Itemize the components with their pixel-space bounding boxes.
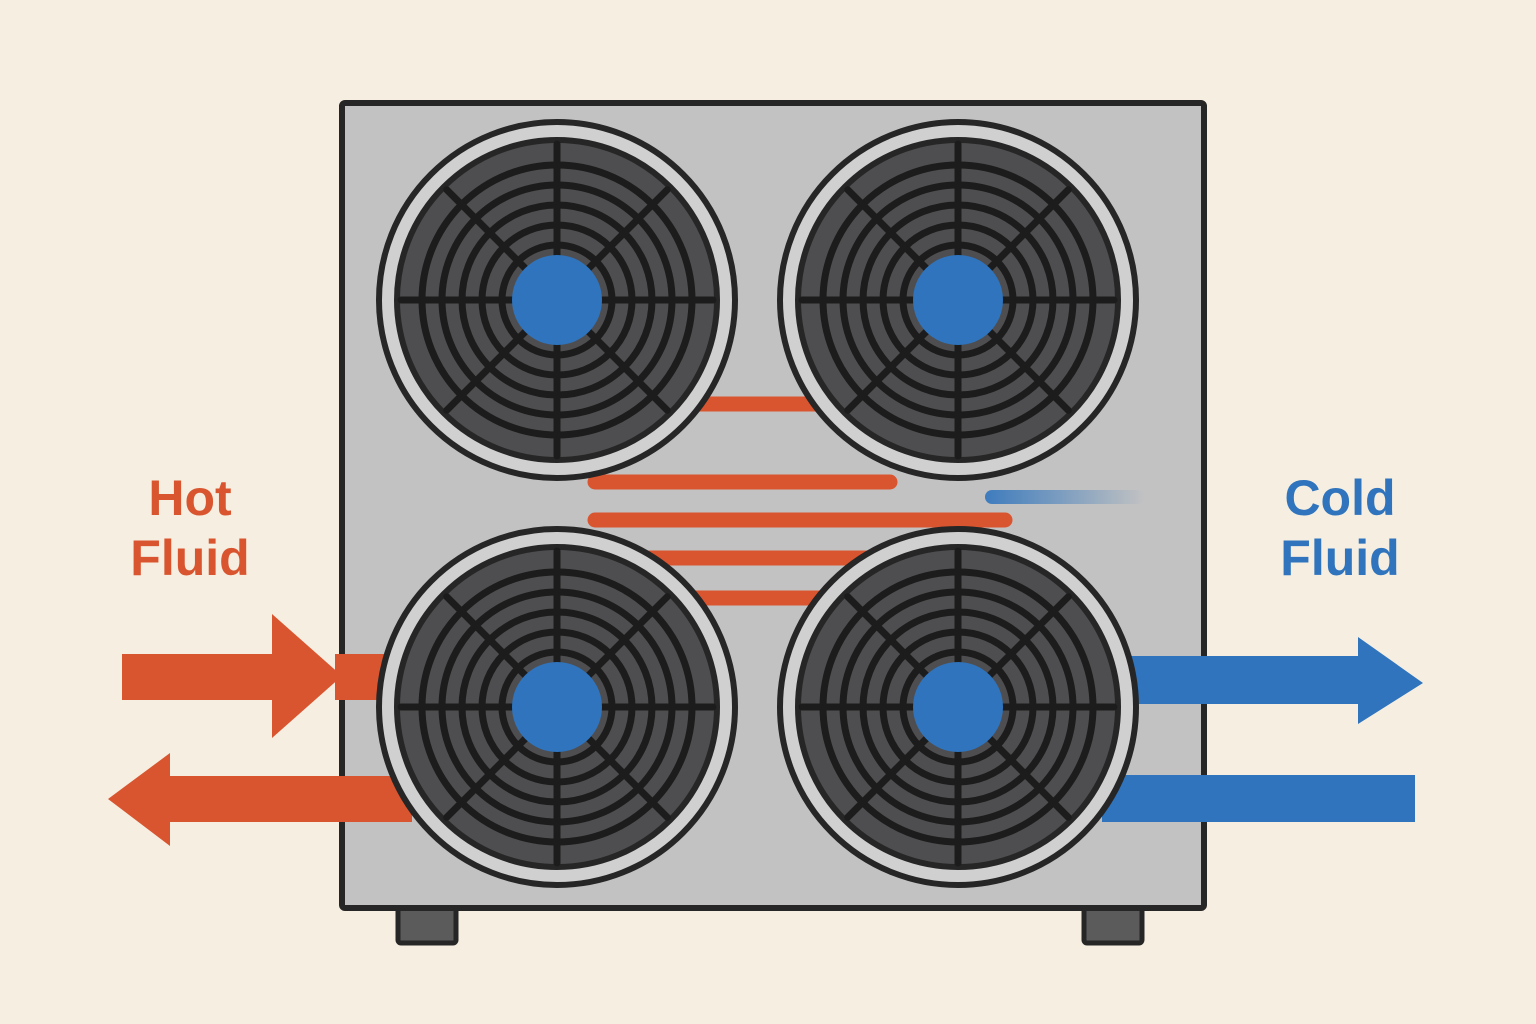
fan-spoke xyxy=(982,731,1072,821)
fan-spoke xyxy=(581,186,671,276)
fan-spoke xyxy=(844,593,934,683)
fan-hub xyxy=(913,662,1003,752)
fan-2 xyxy=(777,119,1139,481)
fan-hub xyxy=(512,255,602,345)
fan-spoke xyxy=(844,731,934,821)
coil-cold-fade xyxy=(985,490,1145,504)
fan-hub xyxy=(913,255,1003,345)
fan-1 xyxy=(376,119,738,481)
cold-return-line xyxy=(1102,775,1415,822)
fan-spoke xyxy=(443,186,533,276)
cold-label-line-1: Cold xyxy=(1284,470,1396,526)
cold-label-line-2: Fluid xyxy=(1280,530,1400,586)
fan-spoke xyxy=(581,593,671,683)
fan-hub xyxy=(512,662,602,752)
fan-spoke xyxy=(443,731,533,821)
hot-outlet-arrow xyxy=(108,753,412,846)
hot-label-line-2: Fluid xyxy=(130,530,250,586)
fan-spoke xyxy=(443,324,533,414)
fan-spoke xyxy=(982,593,1072,683)
fan-spoke xyxy=(581,731,671,821)
fan-3 xyxy=(376,526,738,888)
hot-label-line-1: Hot xyxy=(148,470,232,526)
cold-fluid-label: Cold Fluid xyxy=(1250,468,1430,588)
cold-outlet-arrow xyxy=(1105,637,1423,724)
hot-fluid-label: Hot Fluid xyxy=(100,468,280,588)
fan-spoke xyxy=(443,593,533,683)
fan-4 xyxy=(777,526,1139,888)
fan-spoke xyxy=(982,186,1072,276)
fans xyxy=(376,119,1139,888)
fan-spoke xyxy=(844,186,934,276)
hot-inlet-arrow xyxy=(122,614,342,738)
fan-spoke xyxy=(844,324,934,414)
coil-tubes xyxy=(587,396,1145,606)
fan-spoke xyxy=(982,324,1072,414)
fan-spoke xyxy=(581,324,671,414)
